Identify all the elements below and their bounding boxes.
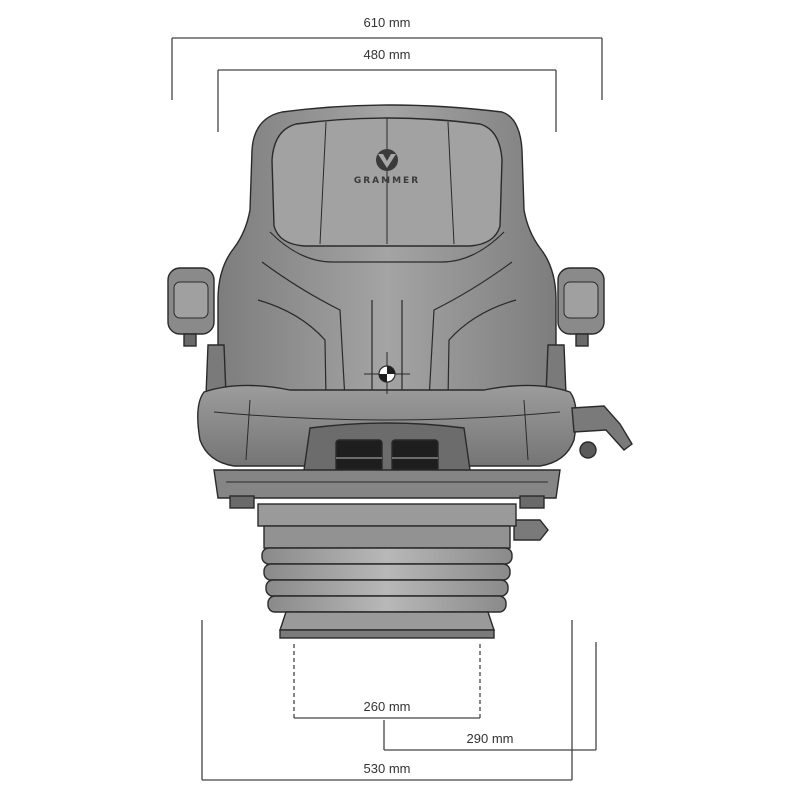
dimension-label-top-inner: 480 mm xyxy=(364,47,411,62)
suspension-top xyxy=(257,503,517,527)
dimension-bottom-offset xyxy=(383,642,597,751)
dimension-label-bottom-outer: 530 mm xyxy=(364,761,411,776)
dimension-top-inner xyxy=(217,69,557,132)
armrest-right xyxy=(557,267,605,347)
front-handle xyxy=(303,422,471,477)
base-plate xyxy=(279,611,495,631)
dimension-label-bottom-inner: 260 mm xyxy=(364,699,411,714)
seat-illustration xyxy=(167,104,633,639)
dimension-label-bottom-offset: 290 mm xyxy=(467,731,514,746)
brand-label: GRAMMER xyxy=(354,176,420,186)
dimension-top-outer xyxy=(171,37,603,100)
seat-frame xyxy=(213,469,561,499)
seat-reference-point-icon xyxy=(364,352,410,394)
dimension-label-top-outer: 610 mm xyxy=(364,15,411,30)
side-adjust-lever xyxy=(571,405,633,459)
dimension-bottom-inner xyxy=(293,644,481,718)
suspension-bellows xyxy=(261,547,513,613)
armrest-left xyxy=(167,267,215,347)
dimension-bottom-outer xyxy=(201,620,573,781)
grammer-logo-icon xyxy=(376,149,398,171)
